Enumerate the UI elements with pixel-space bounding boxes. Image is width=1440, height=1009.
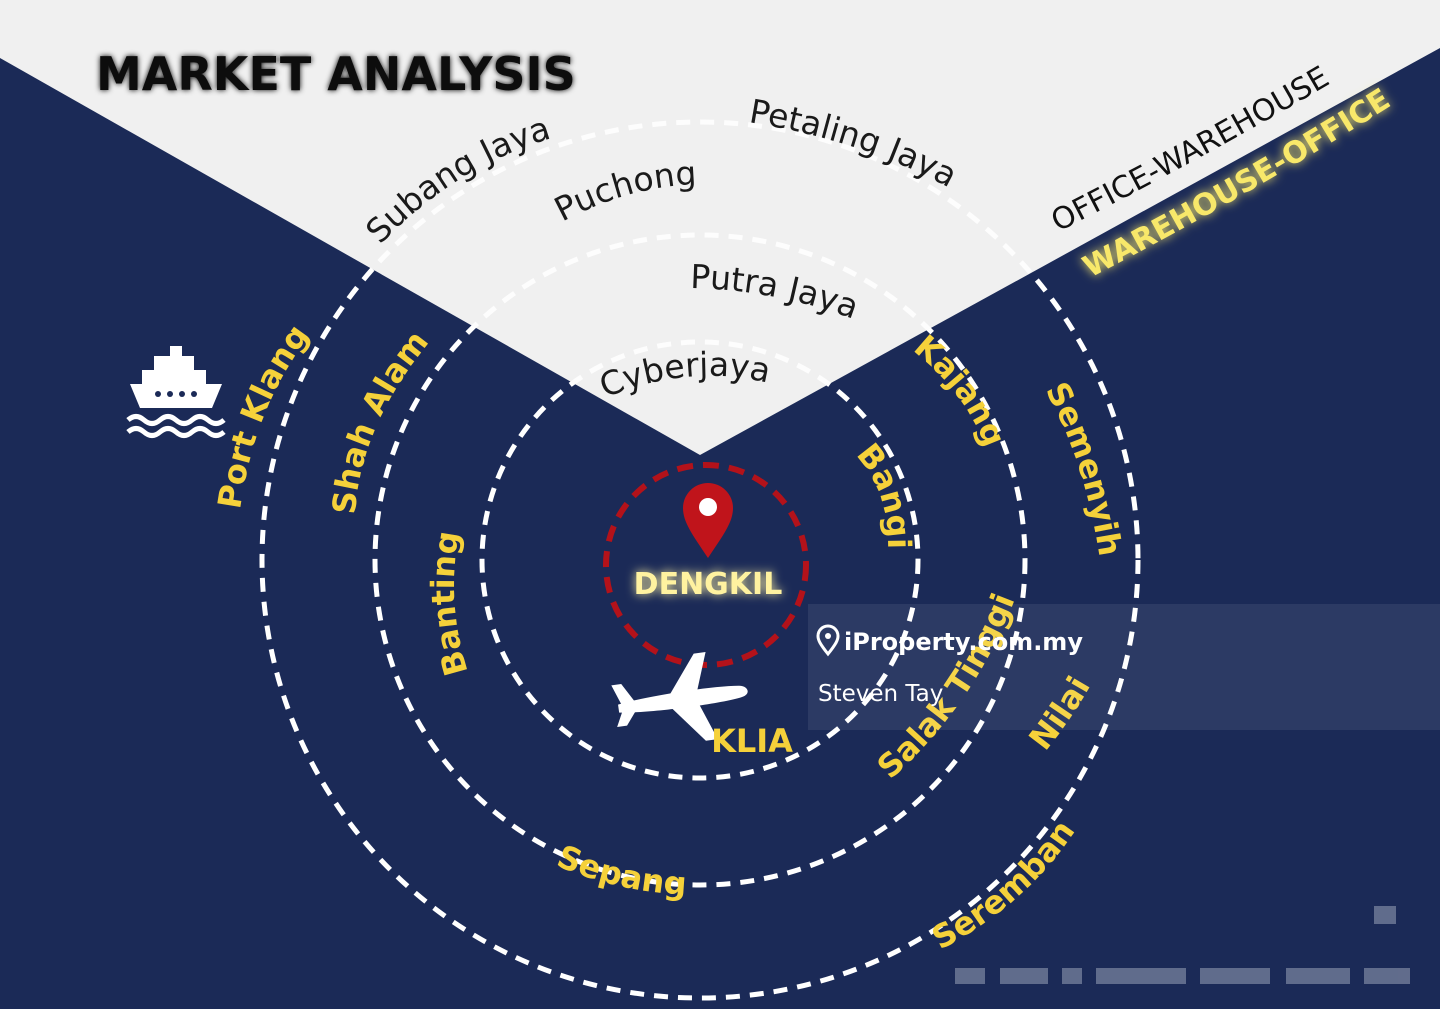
- ring-inner: [479, 339, 921, 781]
- pin-outline-icon: [816, 624, 840, 657]
- airplane-icon: [611, 651, 748, 741]
- dashed-rings: [259, 119, 1141, 1001]
- ship-icon: [126, 346, 226, 438]
- page-title: MARKET ANALYSIS: [96, 47, 576, 101]
- watermark: iProperty.com.my Steven Tay: [808, 604, 1440, 730]
- location-pin-icon: [683, 483, 733, 558]
- watermark-site: iProperty.com.my: [844, 628, 1083, 656]
- center-ring: [603, 462, 809, 668]
- header-panel: [0, 0, 1440, 455]
- ring-outer: [259, 119, 1141, 1001]
- watermark-agent: Steven Tay: [818, 681, 943, 707]
- center-label: DENGKIL: [634, 567, 783, 602]
- airport-label: KLIA: [711, 722, 793, 760]
- ring-middle: [372, 232, 1028, 888]
- blurred-footer: [955, 906, 1410, 984]
